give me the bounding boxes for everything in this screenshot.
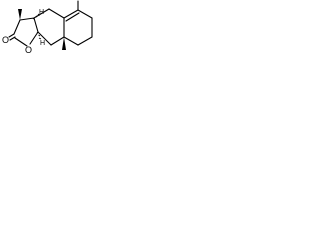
hash-line bbox=[37, 13, 40, 16]
bond-c4a-c5 bbox=[63, 9, 79, 19]
atom-h-junction-top: H bbox=[39, 9, 44, 16]
wedge-c8a-methyl bbox=[62, 37, 66, 50]
bond-c4-c4a bbox=[48, 8, 65, 19]
bond-c5-c6 bbox=[77, 9, 93, 19]
hash-line bbox=[35, 15, 38, 18]
atom-ring-oxygen: O bbox=[25, 45, 32, 55]
bond-c7-c8 bbox=[77, 36, 93, 46]
molecule-structure: O O H H bbox=[2, 0, 93, 55]
bond-c8a-c9 bbox=[50, 36, 65, 46]
atom-carbonyl-oxygen: O bbox=[2, 35, 9, 45]
hash-line bbox=[38, 37, 42, 40]
bond-c3-c3a bbox=[19, 17, 35, 21]
bond-c9a-o bbox=[29, 31, 39, 45]
wedge-c3-methyl bbox=[18, 9, 22, 20]
hash-line bbox=[32, 17, 35, 20]
hashed-bond-top bbox=[32, 13, 40, 20]
bond-lines bbox=[8, 0, 93, 47]
hash-line bbox=[36, 31, 39, 34]
atom-h-junction-bottom: H bbox=[40, 40, 45, 47]
bond-c9-c9a bbox=[37, 31, 52, 46]
bond-c8-c8a bbox=[63, 36, 79, 46]
molecule-canvas: O O H H bbox=[0, 0, 126, 78]
bond-c2-o-carbonyl-b bbox=[9, 36, 16, 41]
bond-c3a-c9a bbox=[33, 17, 39, 33]
hashed-bond-bottom bbox=[36, 31, 42, 40]
hash-line bbox=[38, 34, 41, 37]
bond-o-c2 bbox=[14, 37, 28, 47]
bond-c4a-c5-double bbox=[65, 12, 80, 22]
bond-c2-o-carbonyl-a bbox=[8, 33, 15, 38]
bond-c2-c3 bbox=[13, 19, 21, 35]
